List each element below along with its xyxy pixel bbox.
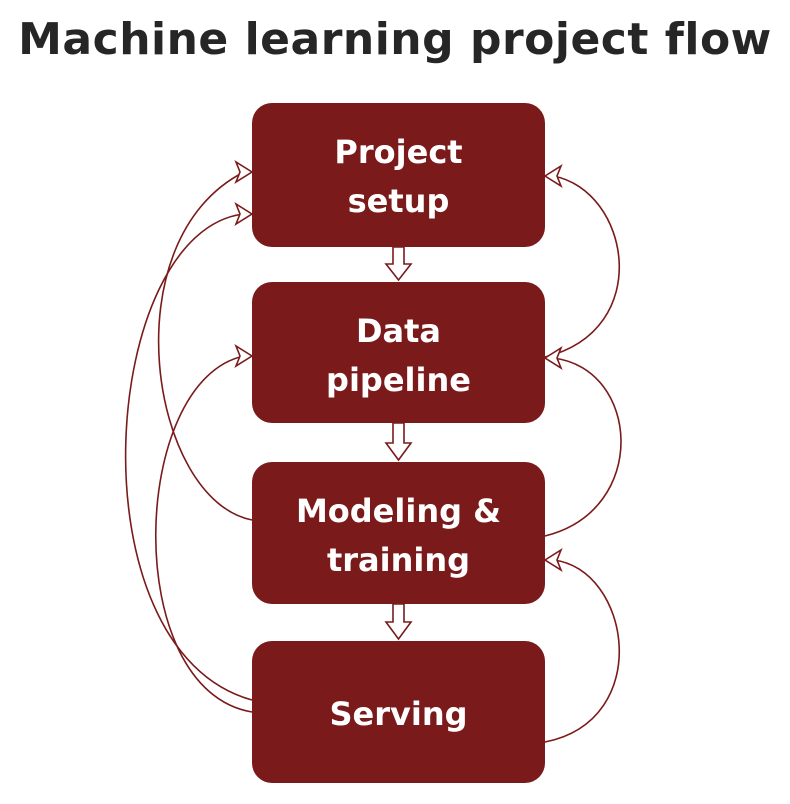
loop-modeling-to-setup	[157, 171, 253, 521]
node-label-line: Serving	[329, 695, 467, 733]
node-label-line: Data	[356, 312, 441, 350]
node-data-pipeline: Data pipeline	[252, 282, 545, 423]
left-feedback-loops	[124, 160, 254, 713]
arrowhead-left-setup-top	[234, 160, 254, 184]
node-label-line: Modeling &	[296, 492, 501, 530]
node-box	[252, 103, 545, 247]
node-box	[252, 641, 545, 783]
diagram-title: Machine learning project flow	[18, 14, 772, 65]
node-project-setup: Project setup	[252, 103, 545, 247]
node-serving: Serving	[252, 641, 545, 783]
arrowhead-right-setup	[543, 164, 563, 188]
node-label-line: Project	[334, 133, 462, 171]
loop-serving-to-setup	[124, 213, 253, 701]
node-box	[252, 282, 545, 423]
node-label-line: setup	[348, 182, 450, 220]
arrowhead-right-pipeline	[543, 346, 563, 370]
arrowhead-right-modeling	[543, 548, 563, 572]
forward-arrow-modeling-to-serving	[384, 603, 413, 641]
node-label-line: training	[327, 541, 470, 579]
node-modeling-training: Modeling & training	[252, 462, 545, 604]
forward-arrow-pipeline-to-modeling	[384, 422, 413, 462]
right-feedback-loops	[543, 164, 622, 743]
node-label-line: pipeline	[326, 361, 471, 399]
loop-serving-to-pipeline	[154, 355, 253, 713]
node-box	[252, 462, 545, 604]
forward-arrow-setup-to-pipeline	[384, 246, 413, 282]
loop-serving-to-modeling	[544, 559, 621, 743]
loop-modeling-to-pipeline	[544, 357, 622, 537]
forward-arrows	[384, 246, 413, 641]
arrowhead-left-setup-bottom	[234, 202, 254, 226]
loop-pipeline-to-setup	[544, 175, 621, 358]
arrowhead-left-pipeline	[234, 344, 254, 368]
